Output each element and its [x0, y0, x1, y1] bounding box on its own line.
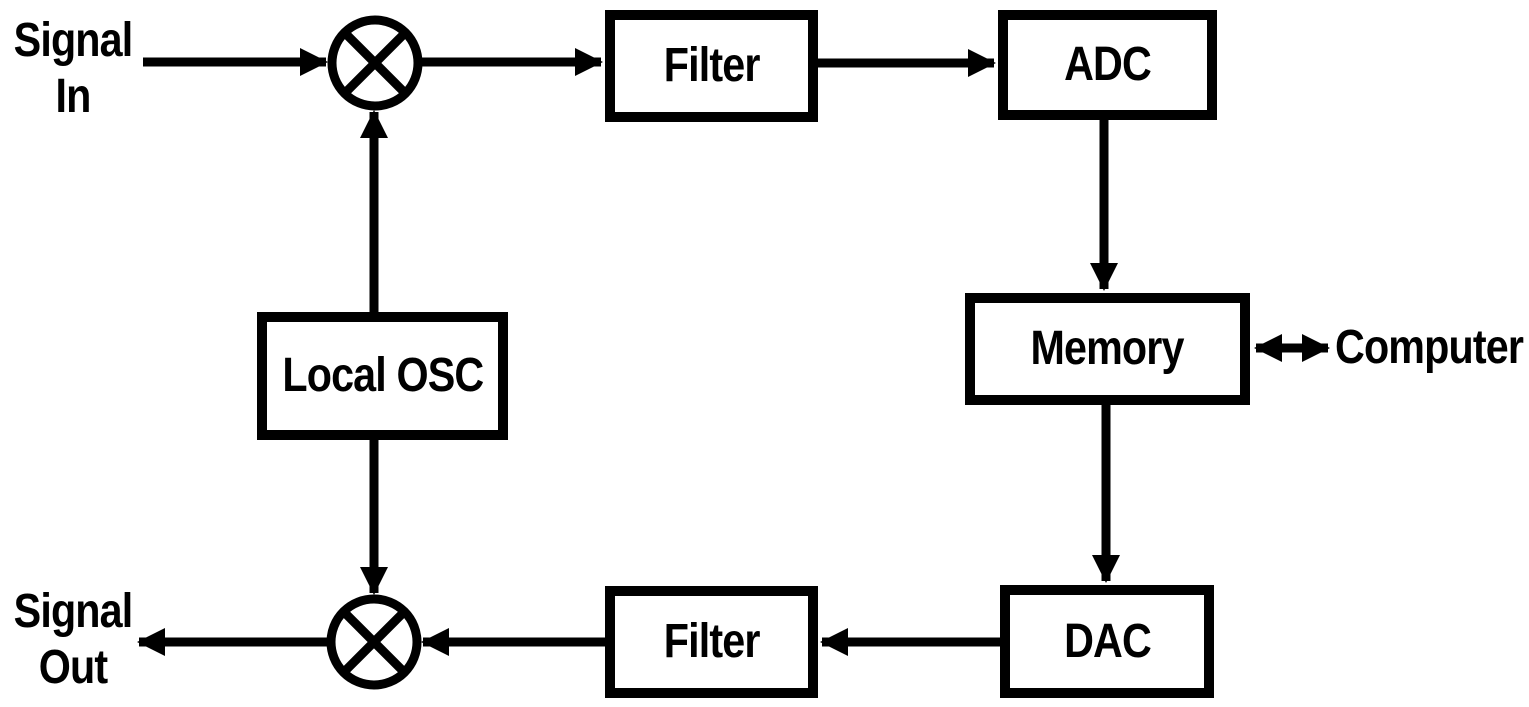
block-memory: Memory: [965, 293, 1250, 405]
block-filter-top-label: Filter: [663, 39, 761, 92]
mixer-bottom-icon: [326, 594, 422, 690]
block-memory-label: Memory: [1030, 322, 1185, 375]
computer-label: Computer: [1335, 320, 1529, 376]
signal-in-label: Signal In: [4, 13, 134, 125]
block-adc: ADC: [998, 10, 1217, 120]
signal-out-label: Signal Out: [4, 584, 134, 696]
signal-out-label-line1: Signal: [13, 585, 134, 638]
computer-label-text: Computer: [1335, 321, 1524, 374]
signal-in-label-line1: Signal: [13, 14, 134, 67]
block-local-osc: Local OSC: [257, 312, 508, 440]
block-adc-label: ADC: [1064, 38, 1152, 91]
block-local-osc-label-line1: Local: [282, 349, 386, 402]
signal-out-label-line2: Out: [38, 641, 108, 694]
block-dac: DAC: [1000, 585, 1214, 698]
block-filter-bottom-label: Filter: [663, 615, 761, 668]
block-dac-label: DAC: [1063, 614, 1152, 668]
signal-in-label-line2: In: [55, 70, 92, 123]
block-filter-bottom: Filter: [605, 586, 818, 698]
block-local-osc-label: Local OSC: [282, 348, 484, 404]
block-filter-top: Filter: [605, 10, 818, 122]
mixer-top-icon: [327, 15, 423, 111]
block-local-osc-label-line2: OSC: [396, 349, 484, 402]
